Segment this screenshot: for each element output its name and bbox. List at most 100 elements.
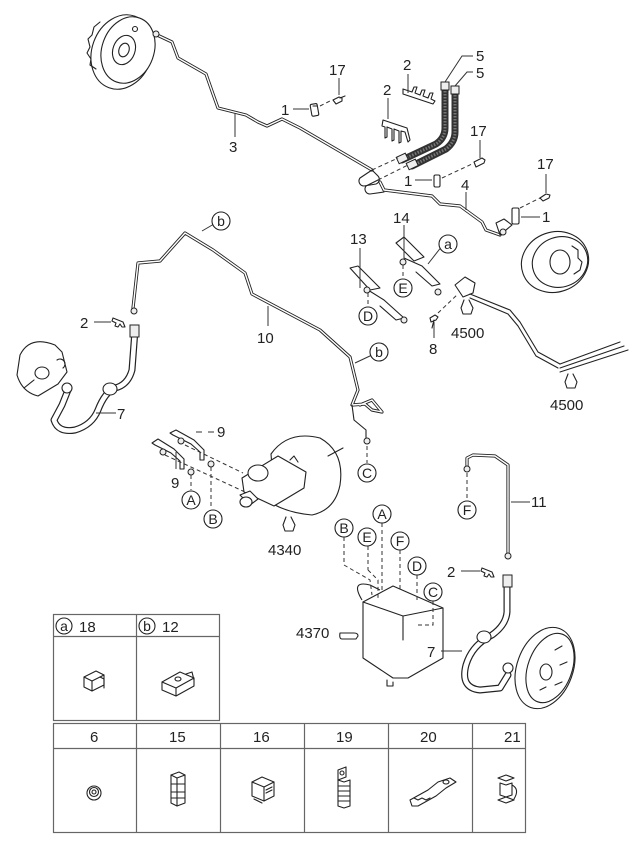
callout-14: 14 bbox=[393, 210, 410, 227]
parts-table bbox=[52, 613, 527, 834]
callout-9-lower: 9 bbox=[171, 475, 179, 492]
tube-bracket-14[interactable] bbox=[395, 236, 442, 296]
nut-icon[interactable] bbox=[86, 785, 102, 801]
tube-clip-icon[interactable] bbox=[170, 771, 186, 807]
brake-booster-master-cylinder[interactable] bbox=[239, 435, 344, 516]
brake-tube-4[interactable] bbox=[364, 179, 513, 237]
connector-F-upper bbox=[457, 500, 477, 520]
flex-hose-5-a[interactable] bbox=[395, 81, 450, 165]
flex-hose-7-left[interactable] bbox=[50, 307, 140, 434]
svg-text:A: A bbox=[186, 492, 196, 508]
callout-3: 3 bbox=[229, 139, 237, 156]
brake-tube-10[interactable] bbox=[131, 231, 384, 445]
bolt-17-mid[interactable] bbox=[473, 157, 486, 168]
bracket-clip-icon[interactable] bbox=[337, 766, 351, 809]
hose-clip-2-upper[interactable] bbox=[402, 86, 436, 105]
bolt-17-right[interactable] bbox=[539, 193, 551, 202]
ref-hand-icon-4370 bbox=[339, 632, 359, 640]
svg-text:F: F bbox=[463, 502, 472, 518]
clip-icon bbox=[83, 670, 105, 692]
svg-text:B: B bbox=[339, 520, 348, 536]
table-cell-a-18[interactable]: a 18 bbox=[55, 617, 105, 692]
connector-B-lower bbox=[334, 518, 354, 538]
svg-text:D: D bbox=[363, 308, 373, 324]
svg-text:C: C bbox=[362, 465, 372, 481]
ref-4500-b[interactable]: 4500 bbox=[550, 397, 583, 414]
hose-clip-2-right[interactable] bbox=[480, 567, 495, 578]
callout-1-top: 1 bbox=[281, 102, 289, 119]
clamp-icon bbox=[161, 671, 195, 697]
callout-2-upper: 2 bbox=[403, 57, 411, 74]
connector-b-upper bbox=[211, 211, 231, 231]
callout-1-mid: 1 bbox=[404, 173, 412, 190]
callout-7-right: 7 bbox=[427, 644, 435, 661]
block-clip-icon[interactable] bbox=[251, 776, 275, 804]
flex-hose-7-right[interactable] bbox=[461, 574, 514, 694]
callout-17-top: 17 bbox=[329, 62, 346, 79]
part-number-21: 21 bbox=[504, 729, 521, 746]
callout-9-upper: 9 bbox=[217, 424, 225, 441]
connector-a bbox=[438, 234, 458, 254]
svg-text:b: b bbox=[143, 618, 151, 634]
bolt-17-top[interactable] bbox=[332, 95, 346, 105]
tube-clip-1-right[interactable] bbox=[511, 207, 520, 225]
part-number-16: 16 bbox=[253, 729, 270, 746]
svg-text:E: E bbox=[362, 529, 371, 545]
callout-5-a: 5 bbox=[476, 48, 484, 65]
rear-left-brake-disc[interactable] bbox=[81, 6, 164, 98]
svg-text:A: A bbox=[377, 506, 387, 522]
connector-A-lower bbox=[372, 504, 392, 524]
connector-B-label-upper: B bbox=[208, 511, 217, 527]
callout-2-lower: 2 bbox=[383, 82, 391, 99]
bolt-8[interactable] bbox=[429, 314, 439, 329]
callout-17-right: 17 bbox=[537, 156, 554, 173]
connector-D-lower bbox=[407, 556, 427, 576]
part-number-12: 12 bbox=[162, 619, 179, 636]
callout-1-right: 1 bbox=[542, 209, 550, 226]
part-number-20: 20 bbox=[420, 729, 437, 746]
callout-10: 10 bbox=[257, 330, 274, 347]
bracket-plate-icon[interactable] bbox=[409, 777, 457, 807]
connector-b-lower bbox=[369, 342, 389, 362]
hydraulic-unit-4370[interactable] bbox=[356, 583, 444, 687]
svg-text:b: b bbox=[375, 344, 383, 360]
flex-hose-5-b[interactable] bbox=[405, 85, 460, 171]
svg-text:F: F bbox=[396, 533, 405, 549]
connector-E-lower bbox=[357, 527, 377, 547]
ref-4340[interactable]: 4340 bbox=[268, 542, 301, 559]
hose-clip-2-lower[interactable] bbox=[381, 119, 411, 144]
brake-tube-11[interactable] bbox=[463, 453, 512, 560]
double-clip-icon[interactable] bbox=[497, 774, 518, 804]
tubes-9[interactable] bbox=[151, 429, 215, 476]
ref-4500-a[interactable]: 4500 bbox=[451, 325, 484, 342]
connector-C-upper bbox=[357, 463, 377, 483]
hose-clip-2-left[interactable] bbox=[111, 317, 126, 328]
connector-F-lower bbox=[390, 531, 410, 551]
front-right-brake-disc[interactable] bbox=[504, 619, 585, 717]
tube-clip-1-mid[interactable] bbox=[433, 174, 441, 188]
ref-4370[interactable]: 4370 bbox=[296, 625, 329, 642]
brake-tube-3[interactable] bbox=[152, 30, 380, 187]
callout-2-right: 2 bbox=[447, 564, 455, 581]
tube-bracket-13[interactable] bbox=[349, 265, 408, 324]
callout-17-mid: 17 bbox=[470, 123, 487, 140]
table-cell-b-12[interactable]: b 12 bbox=[138, 617, 195, 697]
callout-5-b: 5 bbox=[476, 65, 484, 82]
svg-text:a: a bbox=[60, 618, 68, 634]
fuel-line-connector-4500[interactable] bbox=[454, 276, 629, 373]
ref-hand-icon-4500-a bbox=[460, 299, 474, 315]
tube-clip-1-top[interactable] bbox=[309, 103, 320, 117]
connector-C-lower bbox=[423, 582, 443, 602]
ref-hand-icon-4500-b bbox=[564, 373, 578, 389]
front-left-caliper[interactable] bbox=[16, 341, 68, 397]
svg-text:a: a bbox=[444, 236, 452, 252]
ref-hand-icon-4340 bbox=[282, 516, 296, 532]
connector-E-upper bbox=[393, 278, 413, 298]
connector-D-upper bbox=[358, 306, 378, 326]
callout-8: 8 bbox=[429, 341, 437, 358]
rear-right-brake-disc[interactable] bbox=[513, 222, 597, 302]
svg-text:D: D bbox=[412, 558, 422, 574]
callout-13: 13 bbox=[350, 231, 367, 248]
svg-text:C: C bbox=[428, 584, 438, 600]
